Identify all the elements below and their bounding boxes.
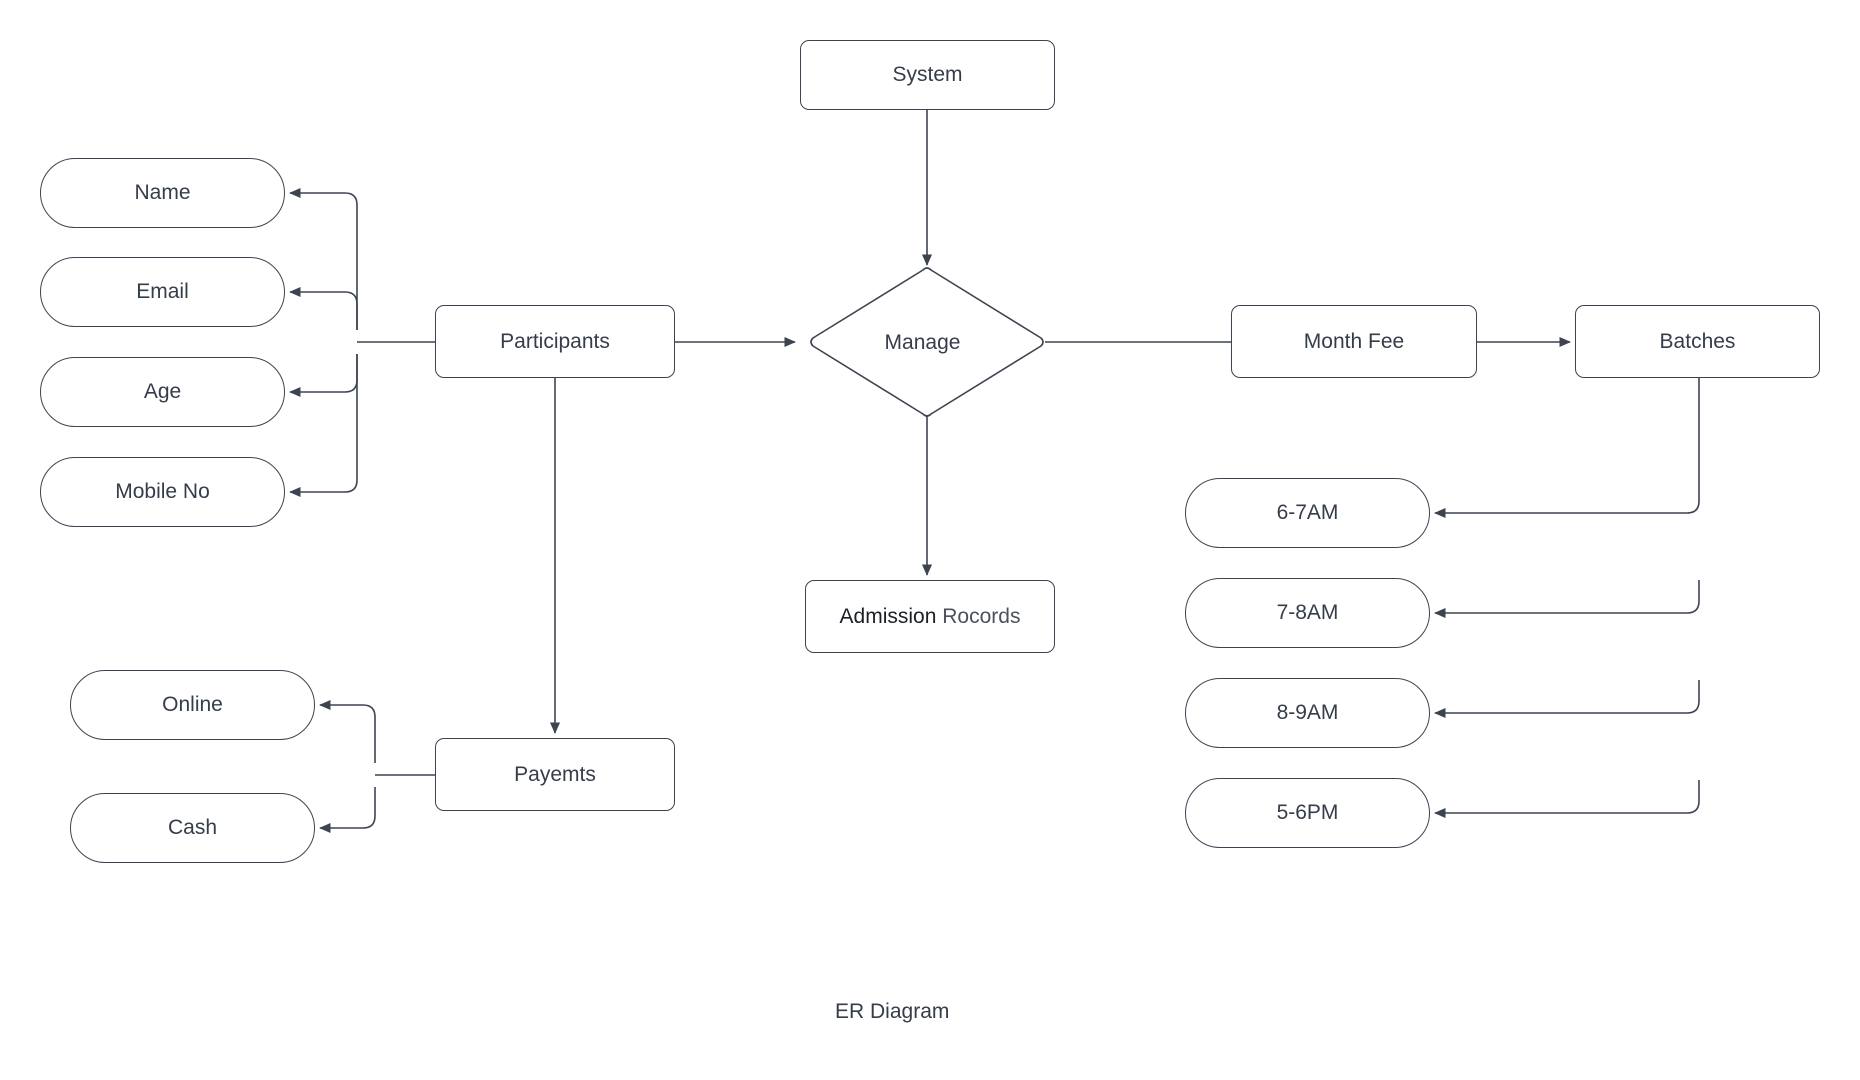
attribute-online-label: Online: [162, 693, 223, 717]
attribute-mobile-no-label: Mobile No: [115, 480, 210, 504]
attribute-batch-8-9am[interactable]: 8-9AM: [1185, 678, 1430, 748]
attribute-online[interactable]: Online: [70, 670, 315, 740]
edge-payemts-to-online: [319, 699, 376, 763]
edge-participants-to-name: [289, 187, 358, 330]
entity-month-fee[interactable]: Month Fee: [1231, 305, 1477, 378]
diagram-caption: ER Diagram: [835, 1000, 950, 1023]
entity-admission-records-label: Admission Rocords: [840, 604, 1021, 629]
attribute-email[interactable]: Email: [40, 257, 285, 327]
entity-participants[interactable]: Participants: [435, 305, 675, 378]
relationship-manage[interactable]: Manage: [800, 270, 1045, 416]
attribute-cash[interactable]: Cash: [70, 793, 315, 863]
attribute-batch-5-6pm[interactable]: 5-6PM: [1185, 778, 1430, 848]
attribute-mobile-no[interactable]: Mobile No: [40, 457, 285, 527]
entity-batches-label: Batches: [1659, 329, 1736, 353]
entity-payemts-label: Payemts: [514, 762, 596, 786]
edge-batches-to-6-7am: [1434, 378, 1700, 519]
entity-system[interactable]: System: [800, 40, 1055, 110]
attribute-batch-6-7am[interactable]: 6-7AM: [1185, 478, 1430, 548]
attribute-batch-7-8am-label: 7-8AM: [1276, 601, 1339, 625]
edge-participants-to-age: [289, 354, 358, 398]
attribute-name-label: Name: [134, 181, 191, 205]
entity-participants-label: Participants: [500, 329, 610, 353]
manage-diamond-shape: [810, 267, 1044, 417]
attribute-batch-8-9am-label: 8-9AM: [1276, 701, 1339, 725]
entity-batches[interactable]: Batches: [1575, 305, 1820, 378]
edge-batches-to-8-9am: [1434, 680, 1700, 719]
attribute-age[interactable]: Age: [40, 357, 285, 427]
relationship-manage-label: Manage: [884, 331, 961, 354]
attribute-age-label: Age: [143, 380, 182, 404]
edge-participants-to-mobile-no: [289, 354, 358, 498]
admission-records-label-part2: Rocords: [942, 604, 1021, 628]
attribute-email-label: Email: [136, 280, 189, 304]
attribute-cash-label: Cash: [167, 816, 218, 840]
attribute-name[interactable]: Name: [40, 158, 285, 228]
admission-records-label-part1: Admission: [839, 604, 937, 628]
edge-participants-to-email: [289, 286, 358, 330]
attribute-batch-5-6pm-label: 5-6PM: [1276, 801, 1339, 825]
entity-system-label: System: [892, 63, 963, 87]
entity-payemts[interactable]: Payemts: [435, 738, 675, 811]
entity-admission-records[interactable]: Admission Rocords: [805, 580, 1055, 653]
entity-month-fee-label: Month Fee: [1303, 329, 1405, 353]
attribute-batch-7-8am[interactable]: 7-8AM: [1185, 578, 1430, 648]
attribute-batch-6-7am-label: 6-7AM: [1276, 501, 1339, 525]
edge-batches-to-5-6pm: [1434, 780, 1700, 819]
edge-batches-to-7-8am: [1434, 580, 1700, 619]
edge-payemts-to-cash: [319, 787, 376, 834]
